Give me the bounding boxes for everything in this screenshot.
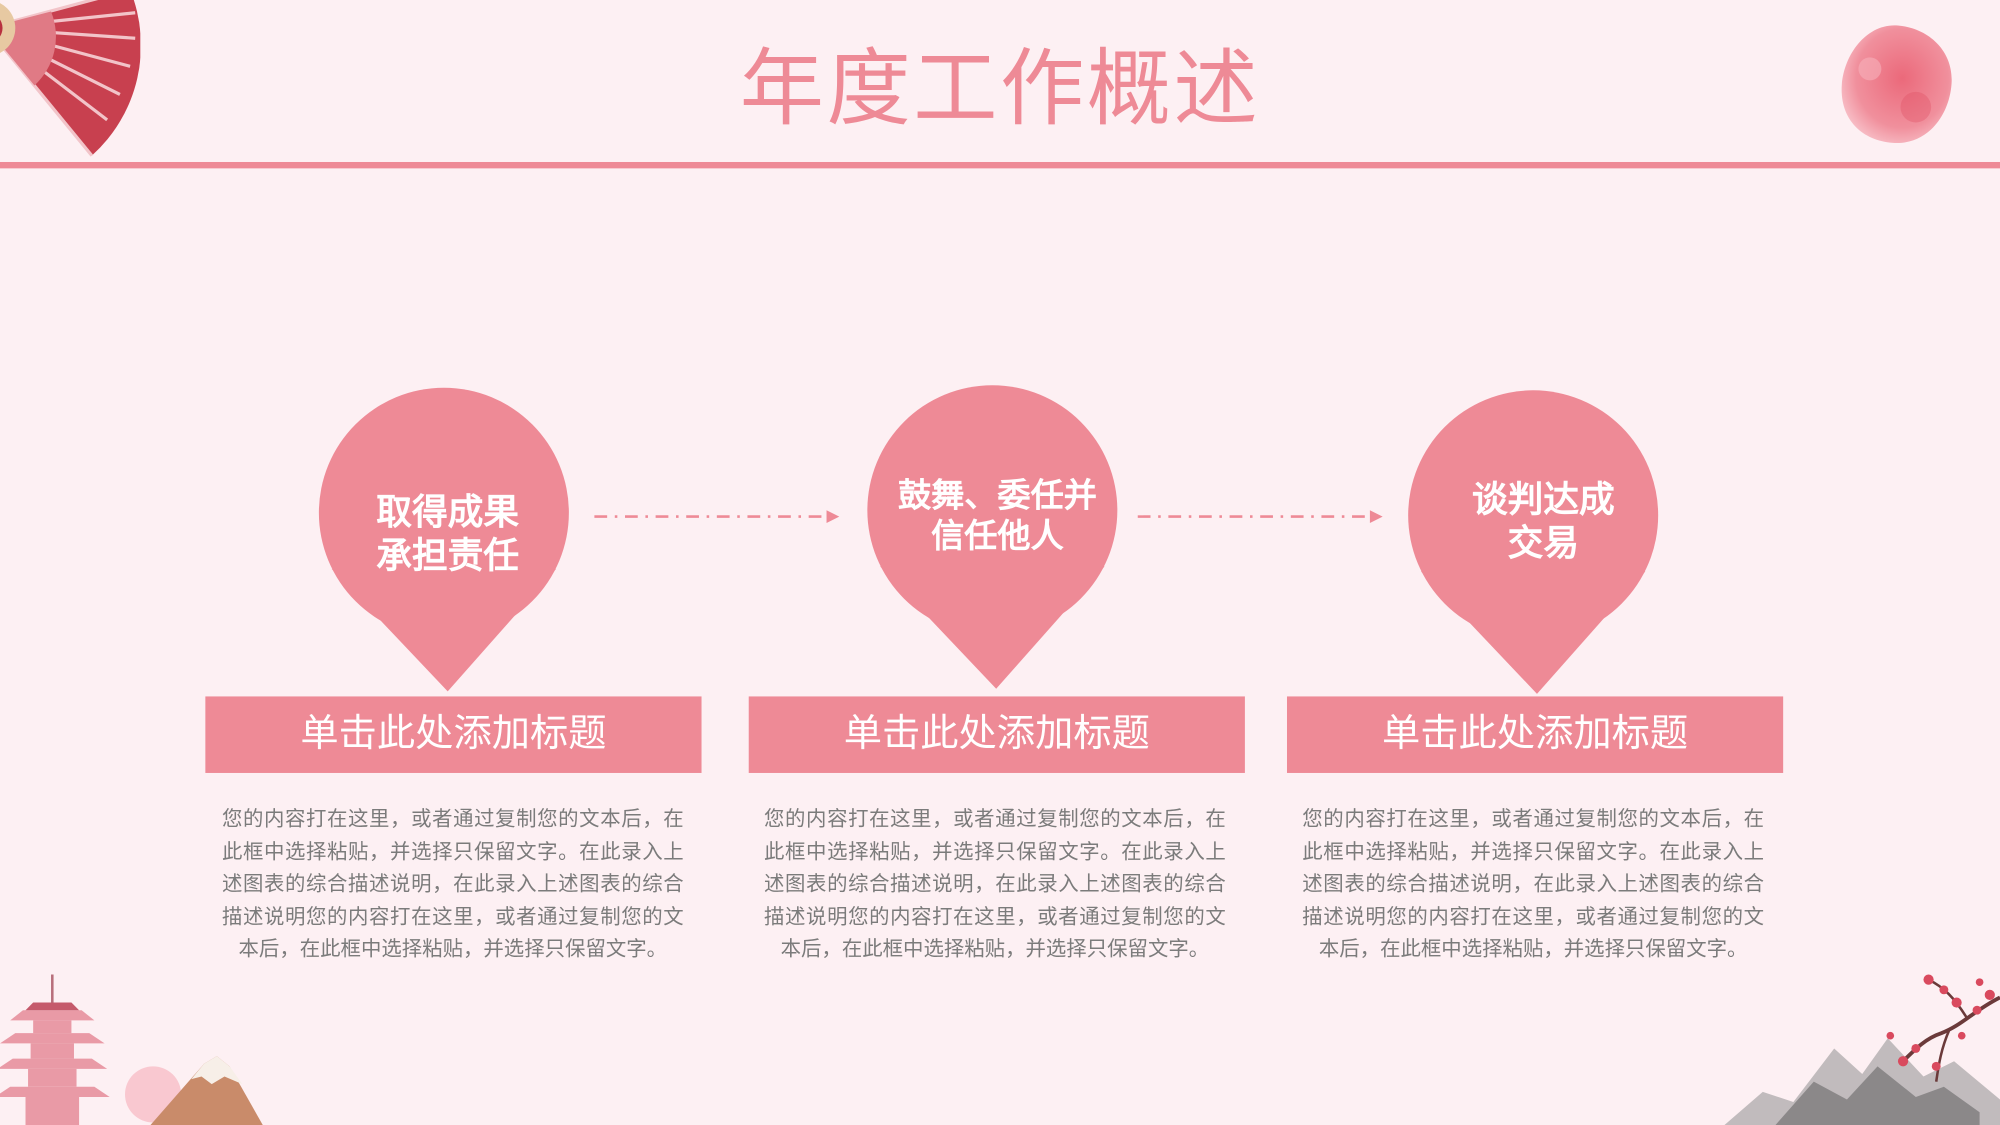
step-heading-2[interactable]: 单击此处添加标题: [748, 696, 1245, 773]
pagoda-and-mountain-icon: [0, 974, 263, 1125]
step-heading-3[interactable]: 单击此处添加标题: [1286, 696, 1784, 773]
paper-fan-icon: [0, 0, 141, 157]
step-description-3[interactable]: 您的内容打在这里，或者通过复制您的文本后，在此框中选择粘贴，并选择只保留文字。在…: [1302, 806, 1765, 961]
title-divider: [0, 161, 2000, 169]
arrow-head-1: [826, 510, 840, 523]
pin-label-1-line1: 取得成果: [376, 491, 520, 534]
pin-label-3: 谈判达成 交易: [1416, 478, 1671, 565]
pin-shape-2: [867, 385, 1118, 689]
step-description-2[interactable]: 您的内容打在这里，或者通过复制您的文本后，在此框中选择粘贴，并选择只保留文字。在…: [764, 806, 1226, 961]
pin-label-3-line2: 交易: [1507, 521, 1580, 564]
step-heading-1[interactable]: 单击此处添加标题: [205, 696, 702, 773]
page-title: 年度工作概述: [739, 39, 1261, 138]
pin-shape-1: [318, 387, 569, 692]
pin-label-2-line2: 信任他人: [931, 517, 1064, 557]
pin-label-2: 鼓舞、委任并 信任他人: [870, 476, 1125, 558]
watercolor-blot-icon: [1841, 25, 1952, 144]
process-diagram: [318, 385, 1659, 694]
step-description-1[interactable]: 您的内容打在这里，或者通过复制您的文本后，在此框中选择粘贴，并选择只保留文字。在…: [221, 806, 684, 961]
pin-label-3-line1: 谈判达成: [1471, 478, 1615, 521]
pin-label-1-line2: 承担责任: [376, 534, 520, 577]
plum-blossom-mountain-icon: [1724, 974, 2000, 1125]
pin-label-2-line1: 鼓舞、委任并: [897, 477, 1097, 516]
pin-shape-3: [1408, 390, 1659, 694]
arrow-head-2: [1369, 510, 1383, 523]
pin-label-1: 取得成果 承担责任: [320, 491, 575, 578]
